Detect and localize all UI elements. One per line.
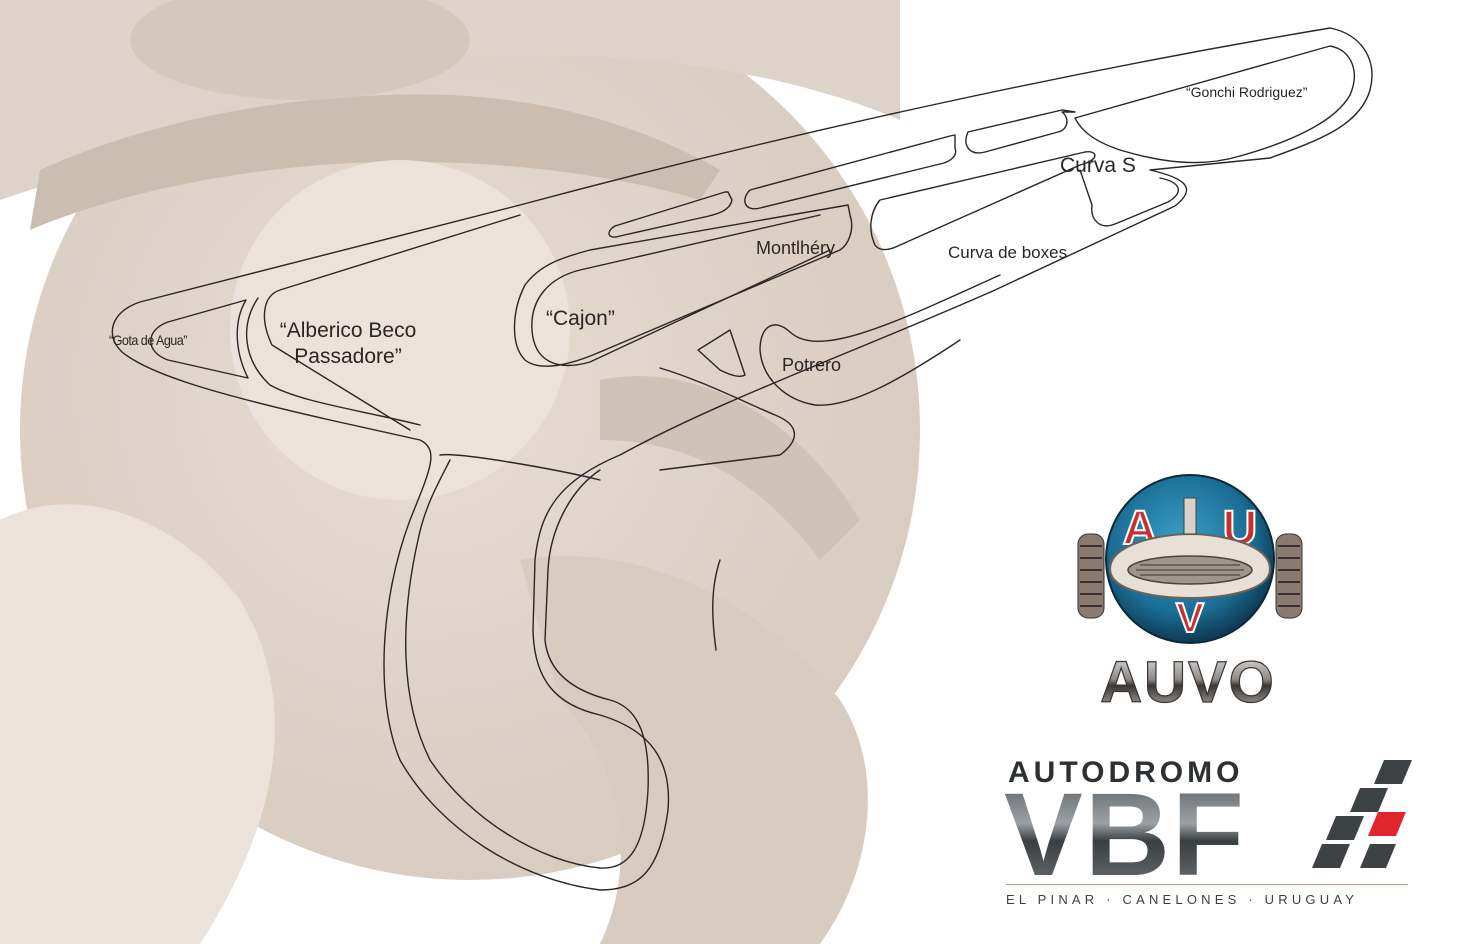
checkered-flag-icon	[1312, 760, 1412, 868]
auvo-badge-logo: A U V	[1077, 474, 1303, 644]
label-cajon: “Cajon”	[546, 307, 615, 330]
label-alberico-beco-passadore: “Alberico Beco Passadore”	[258, 318, 438, 370]
label-gota-de-agua: “Gota de Agua”	[109, 332, 187, 348]
auvo-badge-letter-v: V	[1176, 594, 1204, 641]
label-alberico-line1: “Alberico Beco	[279, 319, 417, 342]
label-montlhery: Montlhéry	[756, 238, 836, 258]
label-curva-de-boxes: Curva de boxes	[948, 243, 1068, 262]
auvo-name: AUVO	[1100, 652, 1276, 710]
label-potrero: Potrero	[782, 355, 842, 375]
location-tagline: EL PINAR · CANELONES · URUGUAY	[1006, 892, 1359, 907]
vbf-wordmark: VBF	[1004, 769, 1246, 901]
label-curva-s: Curva S	[1060, 154, 1136, 177]
label-gonchi-rodriguez: “Gonchi Rodriguez”	[1186, 84, 1308, 100]
autodromo-wordmark: AUTODROMO	[1008, 756, 1244, 789]
auvo-wordmark: AUVO	[1100, 652, 1276, 710]
tagline-rule	[1006, 884, 1408, 885]
label-alberico-line2: Passadore”	[294, 345, 402, 368]
